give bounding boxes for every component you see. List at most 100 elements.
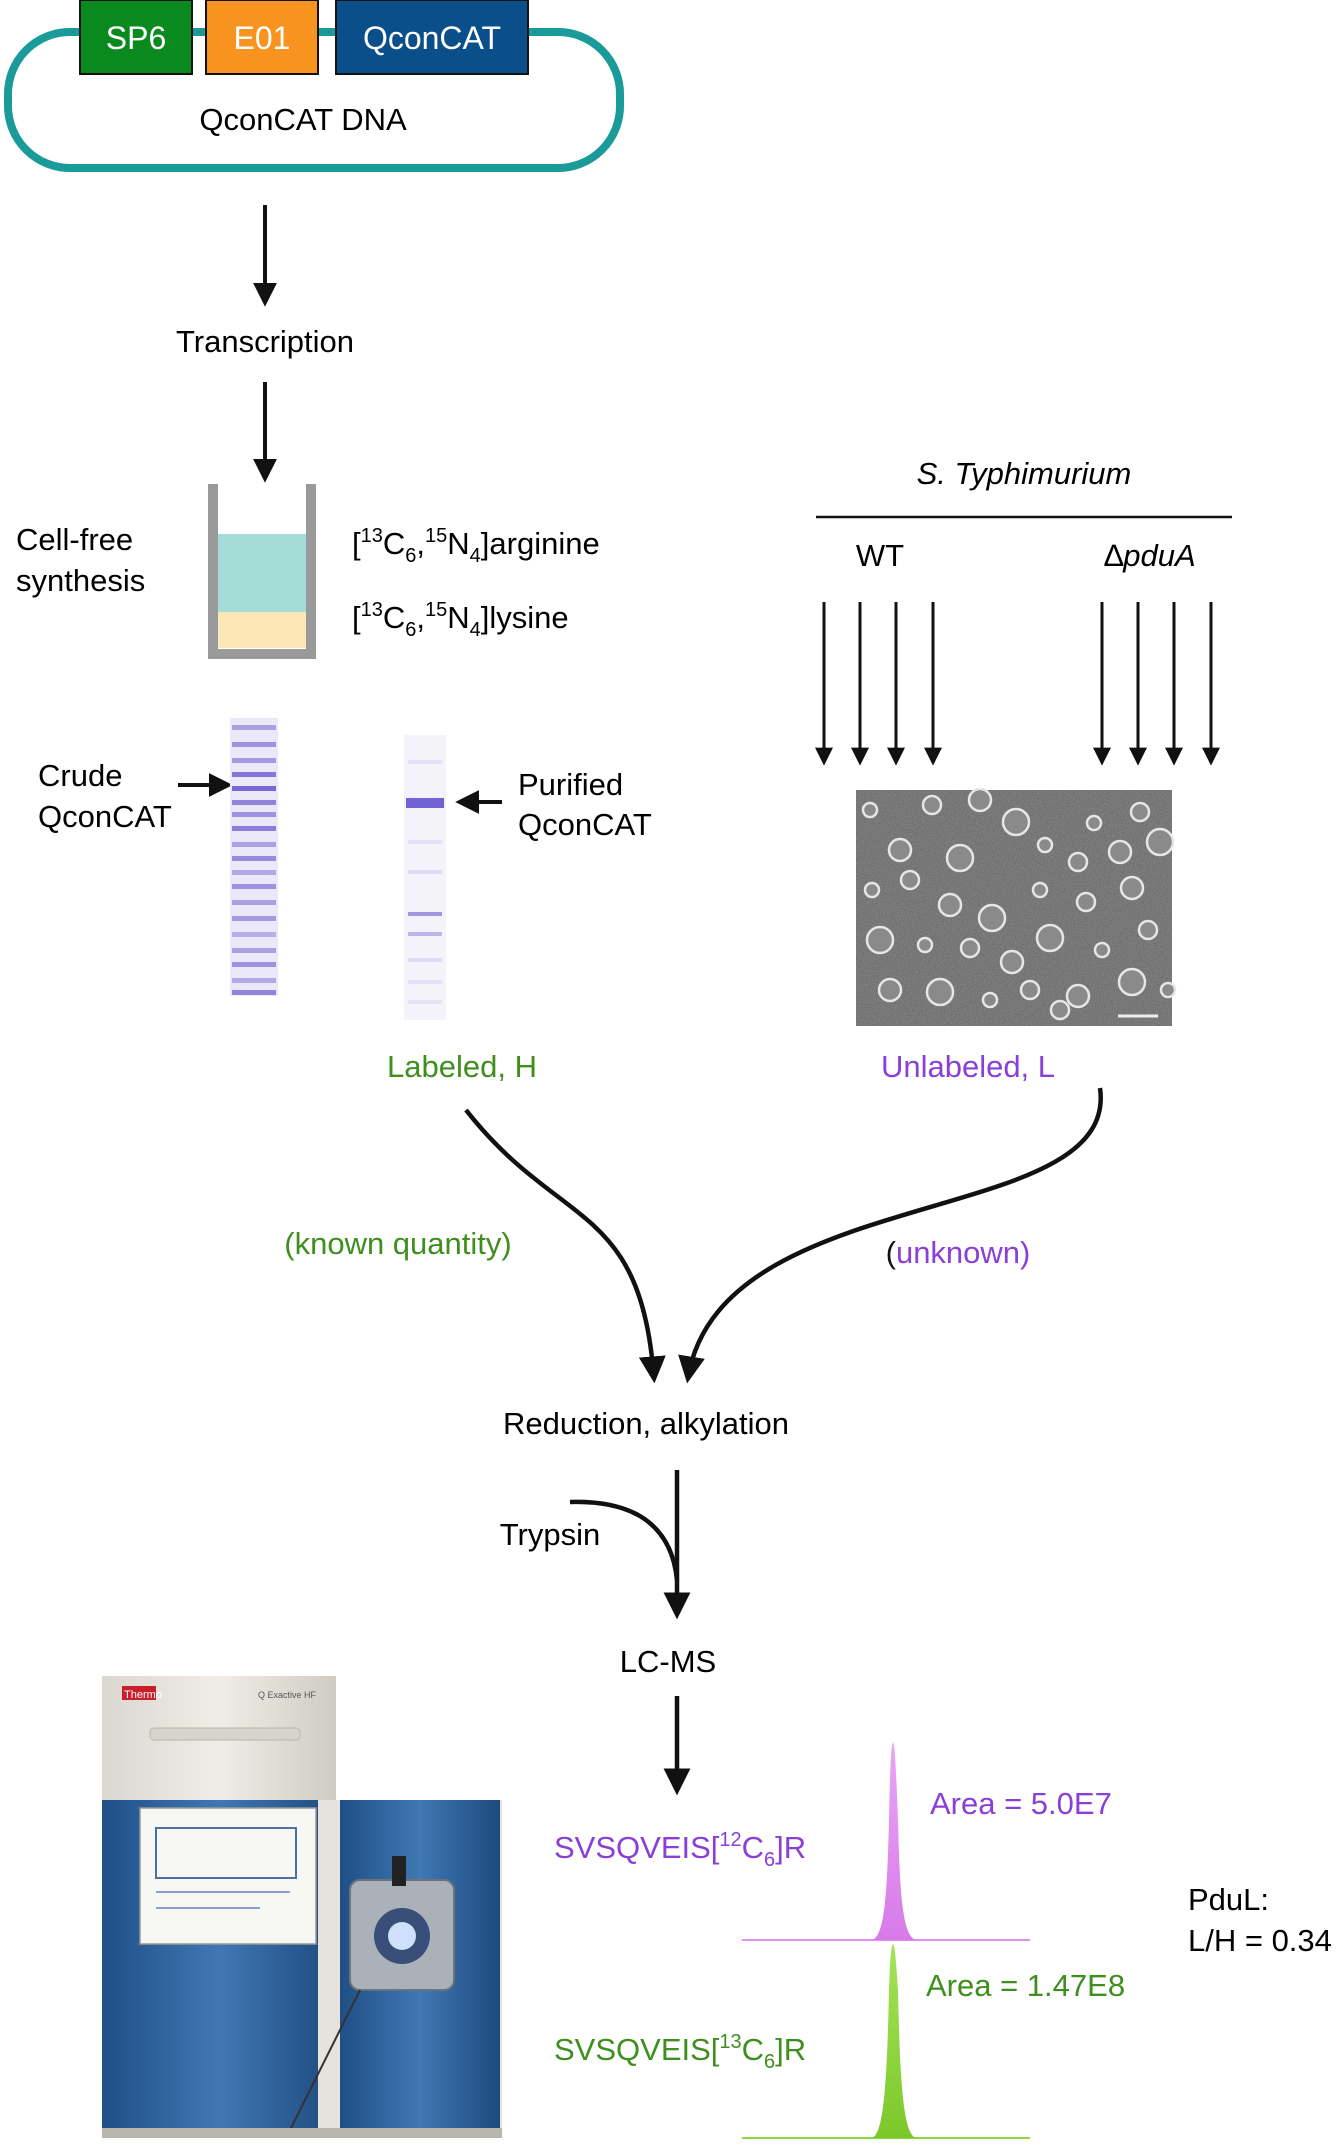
reaction-tube [208,484,316,659]
cell-free-label: Cell-free synthesis [16,522,145,598]
crude-label: Crude QconCAT [38,758,172,834]
gel-band [408,1000,442,1004]
gel-band [232,948,276,953]
microcompartment-particle [1019,979,1041,1001]
light-area-label: Area = 5.0E7 [930,1786,1112,1821]
microcompartment-particle [1049,999,1071,1021]
microcompartment-particle [863,881,881,899]
microcompartment-particle [1031,881,1049,899]
microcompartment-particle [865,925,895,955]
gel-band [232,842,276,847]
gel-band [232,884,276,889]
microcompartment-particle [1093,941,1111,959]
purified-label: Purified QconCAT [518,767,652,842]
gel-band [408,840,442,844]
heavy-peptide-label: SVSQVEIS[13C6]R [554,2031,806,2073]
instrument-brand: Thermo [124,1689,162,1701]
tube-solution-top [218,534,306,612]
gel-band [408,870,442,874]
tube-wall [208,484,316,659]
microcompartment-particle [1075,891,1097,913]
arginine-label: [13C6,15N4]arginine [352,525,600,567]
reduction-label: Reduction, alkylation [503,1406,789,1441]
purified-gel-lane [404,735,446,1020]
microcompartment-particle [1129,801,1151,823]
microcompartment-particle [1036,836,1054,854]
cell-free-line2: synthesis [16,563,145,598]
microcompartment-particle [999,949,1025,975]
gel-band [232,786,276,791]
microcompartment-particle [937,892,963,918]
merge-arrow-right [678,1087,1103,1384]
transcription-label: Transcription [176,324,354,359]
microcompartment-particle [1159,981,1177,999]
trypsin-label: Trypsin [500,1517,600,1552]
microcompartment-particle [1117,967,1147,997]
result-ratio: L/H = 0.34 [1188,1923,1332,1958]
microcompartment-particle [921,794,943,816]
gel-band [232,826,276,831]
gel-band [232,916,276,921]
lysine-label: [13C6,15N4]lysine [352,599,569,641]
gel-band [232,800,276,805]
gel-band [232,990,276,995]
microcompartment-particle [916,936,934,954]
gel-band [406,798,444,808]
unknown-label: (unknown) [886,1235,1031,1270]
gel-band [232,932,276,937]
qconcat-box-label: QconCAT [363,20,501,56]
gel-band [232,978,276,983]
unlabeled-l-label: Unlabeled, L [881,1049,1055,1084]
wt-arrows [815,602,942,766]
microcompartment-particle [1067,851,1089,873]
microcompartment-particle [959,937,981,959]
mutant-arrows [1093,602,1220,766]
microcompartment-particle [1035,923,1065,953]
microcompartment-particle [981,991,999,1009]
microcompartment-particle [1001,807,1031,837]
mutant-label: ∆pduA [1104,538,1195,573]
gel-band [408,980,442,984]
labeled-h-label: Labeled, H [387,1049,537,1084]
qconcat-box [335,0,529,75]
gel-band [408,958,442,962]
merge-arrow-left [464,1108,666,1384]
mass-spectrometer-photo: Thermo Q Exactive HF [102,1676,502,2138]
gel-band [408,912,442,916]
gel-band [232,870,276,875]
gel-band [232,962,276,967]
cell-free-line1: Cell-free [16,522,133,557]
gel-band [408,932,442,936]
plasmid: SP6 E01 QconCAT QconCAT DNA [4,0,624,172]
e01-label: E01 [234,20,291,56]
gel-band [232,856,276,861]
gel-band [232,812,276,817]
microcompartment-particle [1137,919,1159,941]
organism-name: S. Typhimurium [917,456,1132,491]
gel-band [232,900,276,905]
lcms-label: LC-MS [620,1644,716,1679]
gel-band [232,725,276,730]
microcompartment-particle [1065,983,1091,1009]
microcompartment-particle [945,843,975,873]
microcompartment-particle [1085,814,1103,832]
microcompartment-particle [925,977,955,1007]
trypsin-join-arrow [569,1499,680,1581]
microcompartment-particle [967,787,993,813]
microcompartment-particle [877,977,903,1003]
plasmid-label: QconCAT DNA [199,102,407,137]
heavy-peak [872,1944,916,2138]
microcompartment-particle [1145,827,1175,857]
heavy-area-label: Area = 1.47E8 [926,1968,1125,2003]
gel-band [408,760,442,764]
microcompartment-particle [977,903,1007,933]
gel-band [232,758,276,763]
instrument-model: Q Exactive HF [258,1690,317,1700]
crude-gel-lane [230,718,278,996]
result-label: PduL: L/H = 0.34 [1188,1882,1332,1958]
wt-label: WT [856,538,904,573]
microcompartment-particle [1107,839,1133,865]
tube-solution-bottom [218,612,306,648]
gel-band [232,772,276,777]
